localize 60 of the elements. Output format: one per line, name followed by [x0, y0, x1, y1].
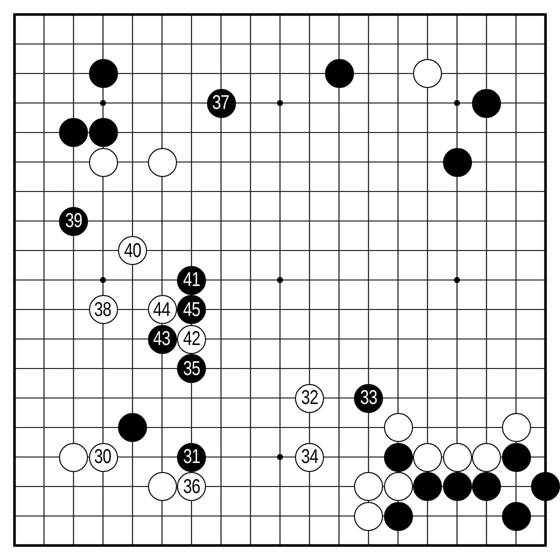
- go-stone: [354, 472, 383, 501]
- move-number: 34: [301, 447, 318, 467]
- move-number: 32: [301, 388, 318, 408]
- move-number: 35: [183, 358, 200, 378]
- numbered-go-stone: [88, 442, 118, 472]
- move-number: 31: [183, 447, 200, 467]
- go-stone: [472, 88, 501, 118]
- go-stone: [354, 502, 383, 530]
- numbered-go-stone: [177, 324, 206, 354]
- move-number: 30: [94, 447, 112, 467]
- go-stone: [384, 502, 412, 530]
- go-stone: [59, 118, 88, 147]
- numbered-go-stone: [206, 88, 236, 118]
- move-number: 40: [124, 240, 141, 260]
- move-number: 41: [183, 270, 200, 290]
- go-stone: [148, 148, 176, 176]
- move-number: 42: [183, 329, 200, 349]
- go-stone: [472, 472, 501, 501]
- go-stone: [384, 442, 412, 472]
- numbered-go-stone: [177, 472, 206, 501]
- move-number: 43: [154, 329, 170, 349]
- go-stone: [384, 413, 412, 442]
- go-stone: [59, 442, 88, 472]
- numbered-go-stone: [177, 295, 206, 324]
- go-stone: [442, 148, 472, 176]
- numbered-go-stone: [354, 384, 383, 412]
- move-number: 36: [183, 476, 200, 496]
- go-stone: [502, 502, 530, 530]
- go-stone: [472, 442, 501, 472]
- go-stone: [88, 59, 118, 88]
- numbered-go-stone: [177, 442, 206, 472]
- go-stone: [88, 118, 118, 147]
- move-number: 37: [212, 93, 230, 113]
- numbered-go-stone: [177, 266, 206, 294]
- go-stone: [88, 148, 118, 176]
- move-number: 44: [154, 300, 170, 320]
- go-stone: [502, 442, 530, 472]
- numbered-go-stone: [148, 295, 176, 324]
- go-stone: [384, 472, 412, 501]
- go-stone: [442, 442, 472, 472]
- numbered-go-stone: [177, 354, 206, 383]
- numbered-go-stone: [59, 206, 88, 236]
- numbered-go-stone: [295, 384, 324, 412]
- move-number: 38: [94, 300, 112, 320]
- go-stone: [118, 413, 147, 442]
- go-stone: [413, 59, 442, 88]
- move-number: 45: [183, 300, 200, 320]
- go-stone: [413, 442, 442, 472]
- go-stone: [413, 472, 442, 501]
- numbered-go-stone: [148, 324, 176, 354]
- numbered-go-stone: [295, 442, 324, 472]
- numbered-go-stone: [118, 236, 147, 265]
- move-number: 33: [360, 388, 377, 408]
- go-stone: [324, 59, 354, 88]
- go-stone: [502, 413, 530, 442]
- go-stone: [148, 472, 176, 501]
- go-stone: [531, 472, 560, 501]
- move-number: 39: [65, 211, 82, 231]
- go-stone: [442, 472, 472, 501]
- numbered-go-stone: [88, 295, 118, 324]
